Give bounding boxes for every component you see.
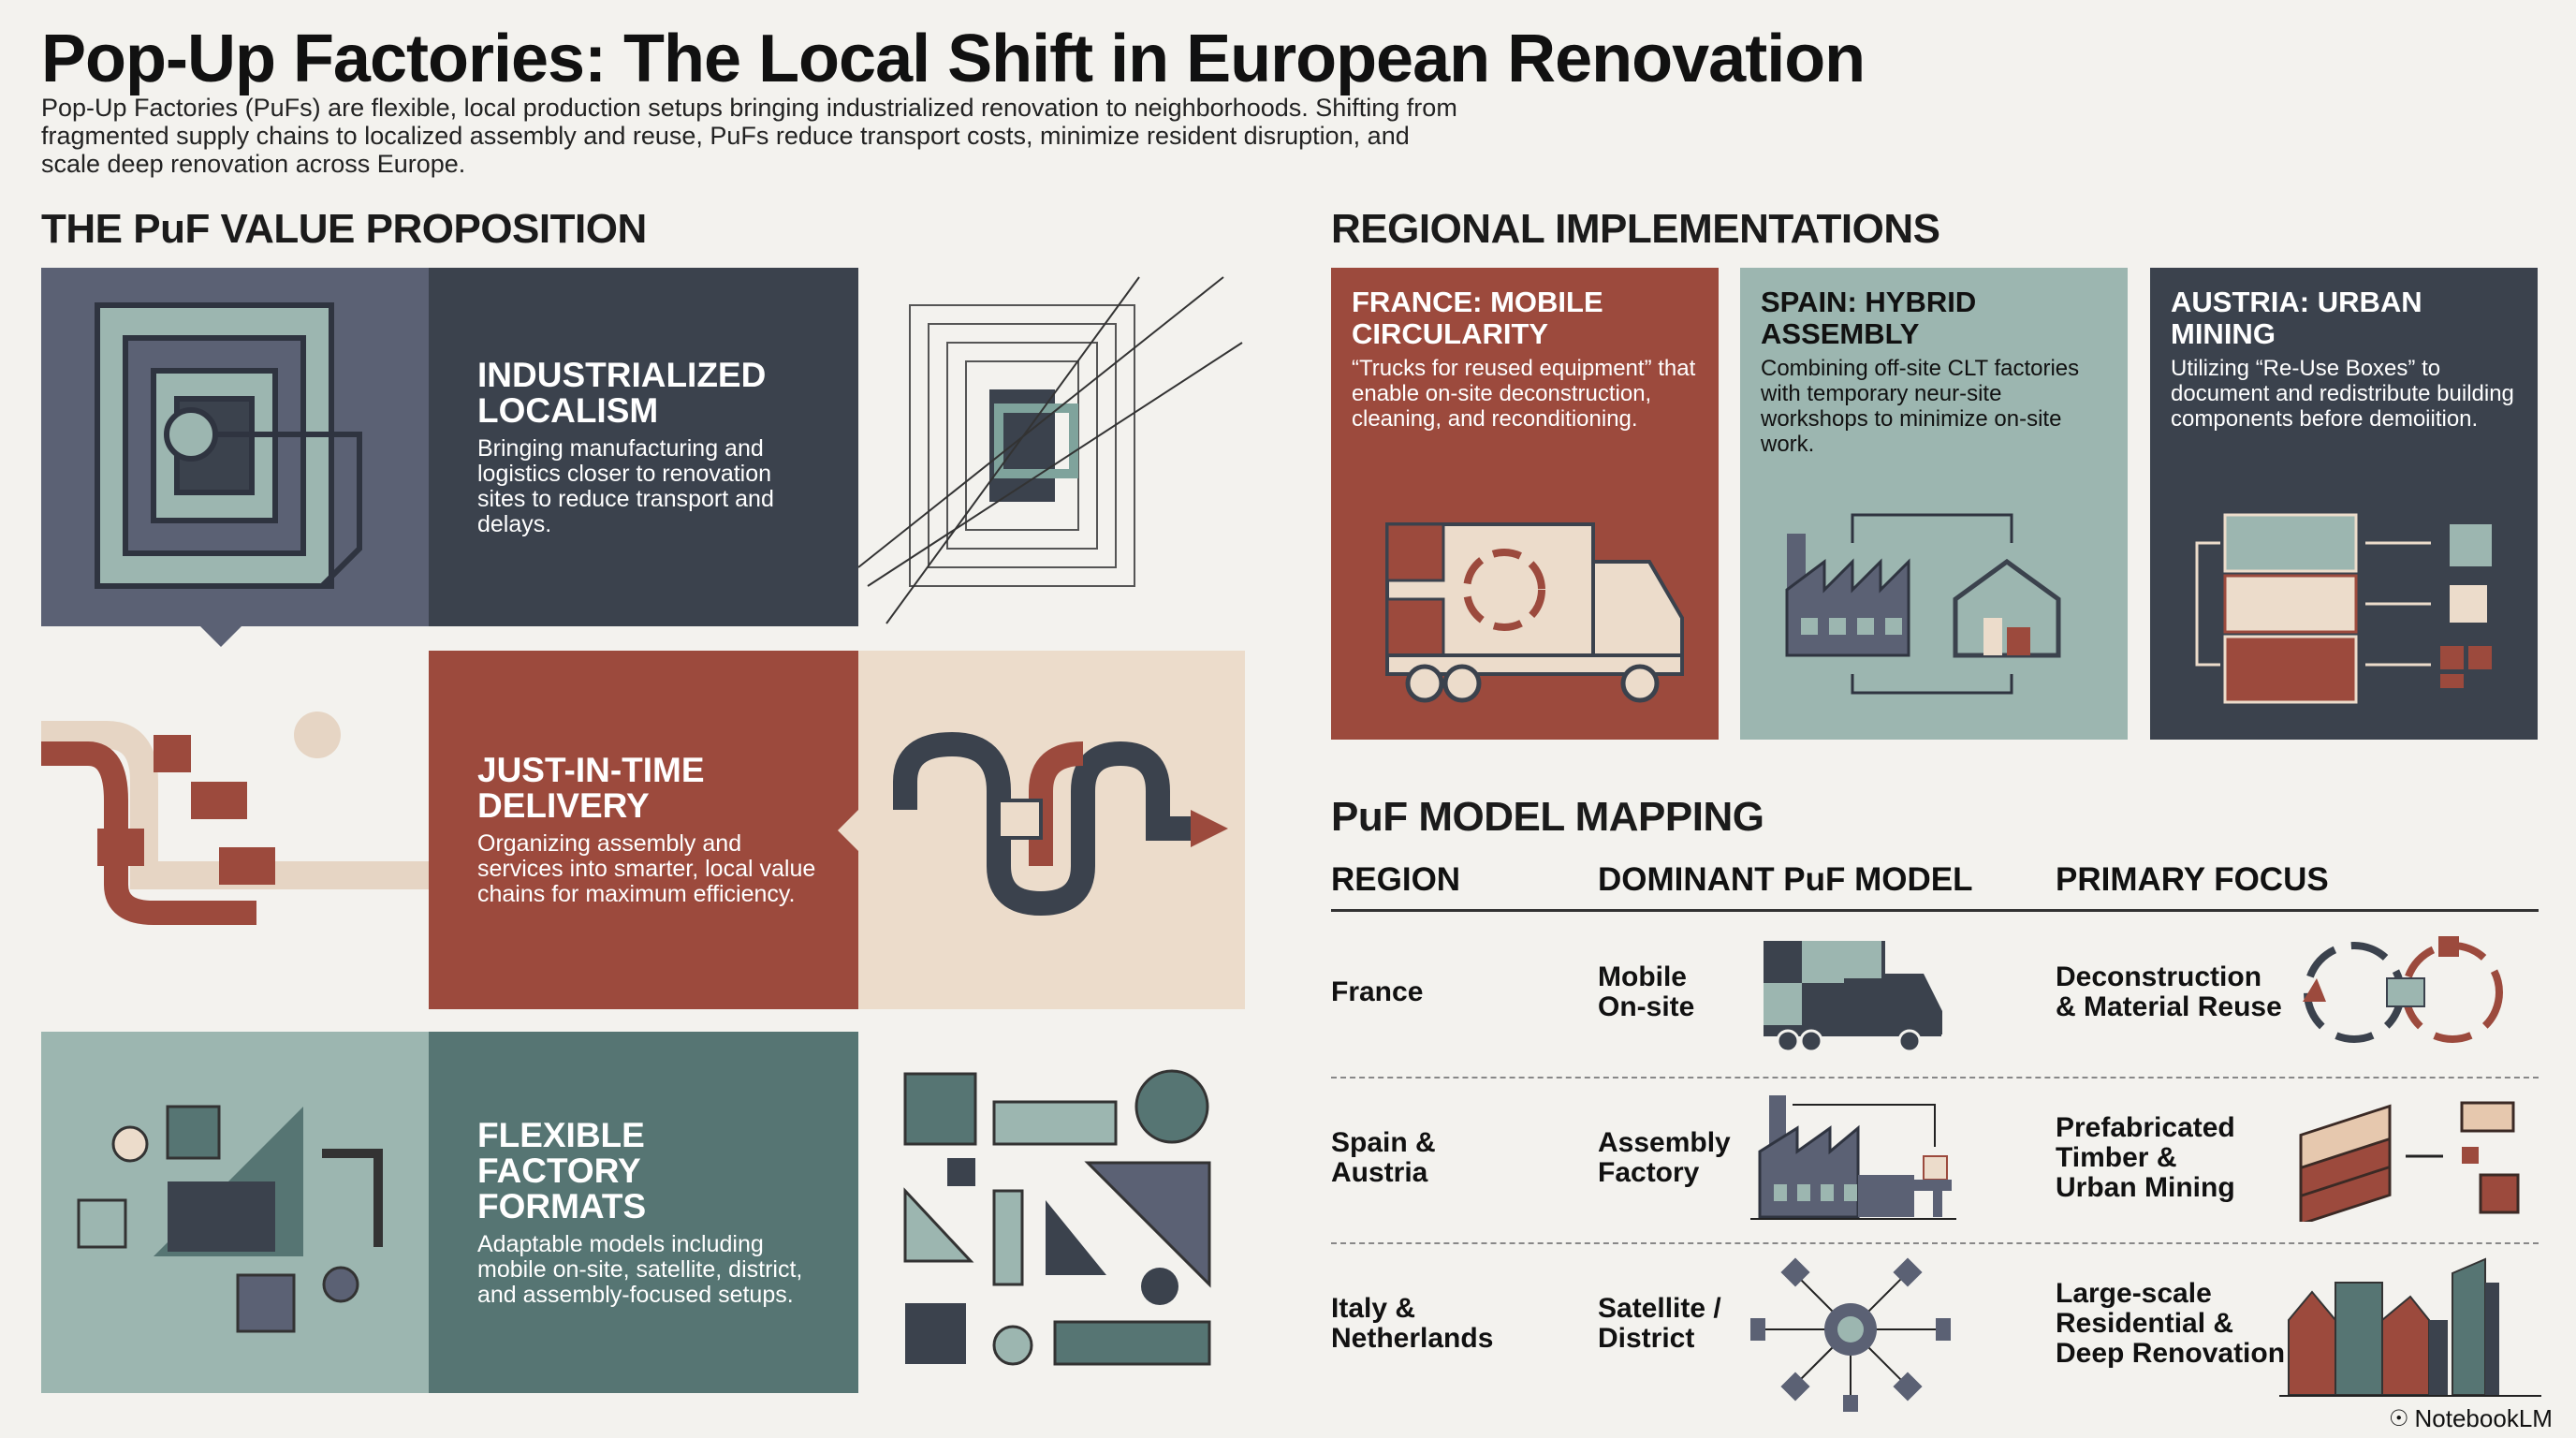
region-cell: France (1331, 976, 1424, 1007)
column-header-model: DOMINANT PuF MODEL (1598, 861, 1973, 898)
network-icon (1750, 1257, 1951, 1412)
mapping-heading: PuF MODEL MAPPING (1331, 794, 1764, 840)
panel-title: INDUSTRIALIZED LOCALISM (477, 355, 767, 430)
notebooklm-branding: ☉ NotebookLM (2389, 1404, 2553, 1433)
truck-recycle-icon (1385, 522, 1684, 703)
buildings-icon (2279, 1257, 2541, 1397)
notebooklm-logo-icon: ☉ (2389, 1406, 2409, 1431)
page-subtitle: Pop-Up Factories (PuFs) are flexible, lo… (41, 94, 1457, 178)
concentric-lines-illustration (858, 268, 1245, 626)
flow-illustration (838, 651, 1245, 1009)
timber-icon (2299, 1101, 2520, 1222)
s-curve-arrow-icon (893, 731, 1228, 917)
column-header-region: REGION (1331, 861, 1461, 898)
value-proposition-heading: THE PuF VALUE PROPOSITION (41, 206, 647, 252)
flexible-formats-panel: FLEXIBLE FACTORY FORMATS Adaptable model… (429, 1032, 858, 1393)
card-text: “Trucks for reused equipment” that enabl… (1352, 356, 1696, 432)
focus-cell: Deconstruction & Material Reuse (2056, 961, 2282, 1022)
column-header-focus: PRIMARY FOCUS (2056, 861, 2329, 898)
header-divider (1331, 909, 2539, 912)
panel-title: FLEXIBLE FACTORY FORMATS (477, 1115, 647, 1225)
model-cell: Assembly Factory (1598, 1127, 1731, 1188)
regional-heading: REGIONAL IMPLEMENTATIONS (1331, 206, 1940, 252)
region-cell: Spain & Austria (1331, 1127, 1436, 1188)
industrialized-localism-panel: INDUSTRIALIZED LOCALISM Bringing manufac… (429, 268, 858, 626)
branding-label: NotebookLM (2414, 1404, 2553, 1432)
geometric-shapes-icon (77, 1105, 383, 1333)
focus-cell: Prefabricated Timber & Urban Mining (2056, 1112, 2235, 1203)
model-cell: Mobile On-site (1598, 961, 1695, 1022)
austria-card: AUSTRIA: URBAN MINING Utilizing “Re-Use … (2150, 268, 2538, 740)
card-text: Utilizing “Re-Use Boxes” to document and… (2171, 356, 2514, 432)
concentric-squares-icon (858, 276, 1243, 624)
recycle-icon (2303, 936, 2503, 1043)
maze-icon (95, 302, 362, 589)
factory-icon (1750, 1095, 1956, 1220)
row-divider (1331, 1242, 2539, 1244)
just-in-time-panel: JUST-IN-TIME DELIVERY Organizing assembl… (429, 651, 858, 1009)
france-card: FRANCE: MOBILE CIRCULARITY “Trucks for r… (1331, 268, 1719, 740)
card-title: AUSTRIA: URBAN MINING (2171, 286, 2422, 350)
factory-workshop-icon (1785, 513, 2061, 695)
blocks-icon (903, 1069, 1211, 1366)
page-title: Pop-Up Factories: The Local Shift in Eur… (41, 22, 1866, 96)
card-title: FRANCE: MOBILE CIRCULARITY (1352, 286, 1603, 350)
pipes-illustration (41, 651, 429, 1009)
focus-cell: Large-scale Residential & Deep Renovatio… (2056, 1278, 2286, 1369)
card-title: SPAIN: HYBRID ASSEMBLY (1761, 286, 1977, 350)
shapes-illustration (41, 1032, 429, 1393)
card-text: Combining off-site CLT factories with te… (1761, 356, 2080, 457)
panel-title: JUST-IN-TIME DELIVERY (477, 751, 705, 825)
panel-text: Adaptable models including mobile on-sit… (477, 1230, 803, 1308)
maze-illustration (41, 268, 429, 647)
row-divider (1331, 1077, 2539, 1078)
blocks-illustration (858, 1032, 1245, 1393)
spain-card: SPAIN: HYBRID ASSEMBLY Combining off-sit… (1740, 268, 2128, 740)
reuse-boxes-icon (2195, 513, 2492, 704)
model-cell: Satellite / District (1598, 1293, 1721, 1354)
truck-icon (1764, 941, 1942, 1053)
region-cell: Italy & Netherlands (1331, 1293, 1494, 1354)
panel-text: Organizing assembly and services into sm… (477, 830, 816, 907)
panel-text: Bringing manufacturing and logistics clo… (477, 434, 774, 537)
pipes-icon (41, 712, 429, 925)
